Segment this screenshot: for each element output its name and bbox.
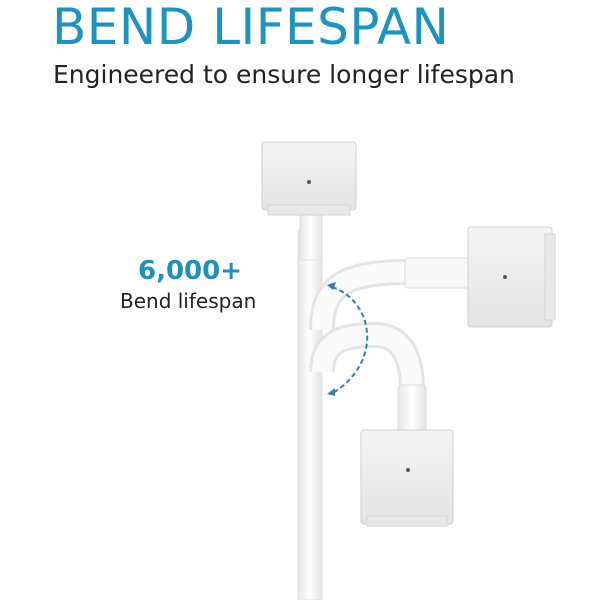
page-title: BEND LIFESPAN — [52, 0, 450, 56]
connector-right — [404, 226, 556, 328]
page-subtitle: Engineered to ensure longer lifespan — [53, 60, 515, 89]
connector-bottom — [360, 384, 454, 527]
bend-count: 6,000+ — [138, 256, 243, 286]
main-cable — [297, 229, 323, 600]
connector-top — [261, 141, 357, 261]
bend-count-label: Bend lifespan — [120, 289, 257, 313]
bend-arrow-icon — [327, 282, 369, 396]
